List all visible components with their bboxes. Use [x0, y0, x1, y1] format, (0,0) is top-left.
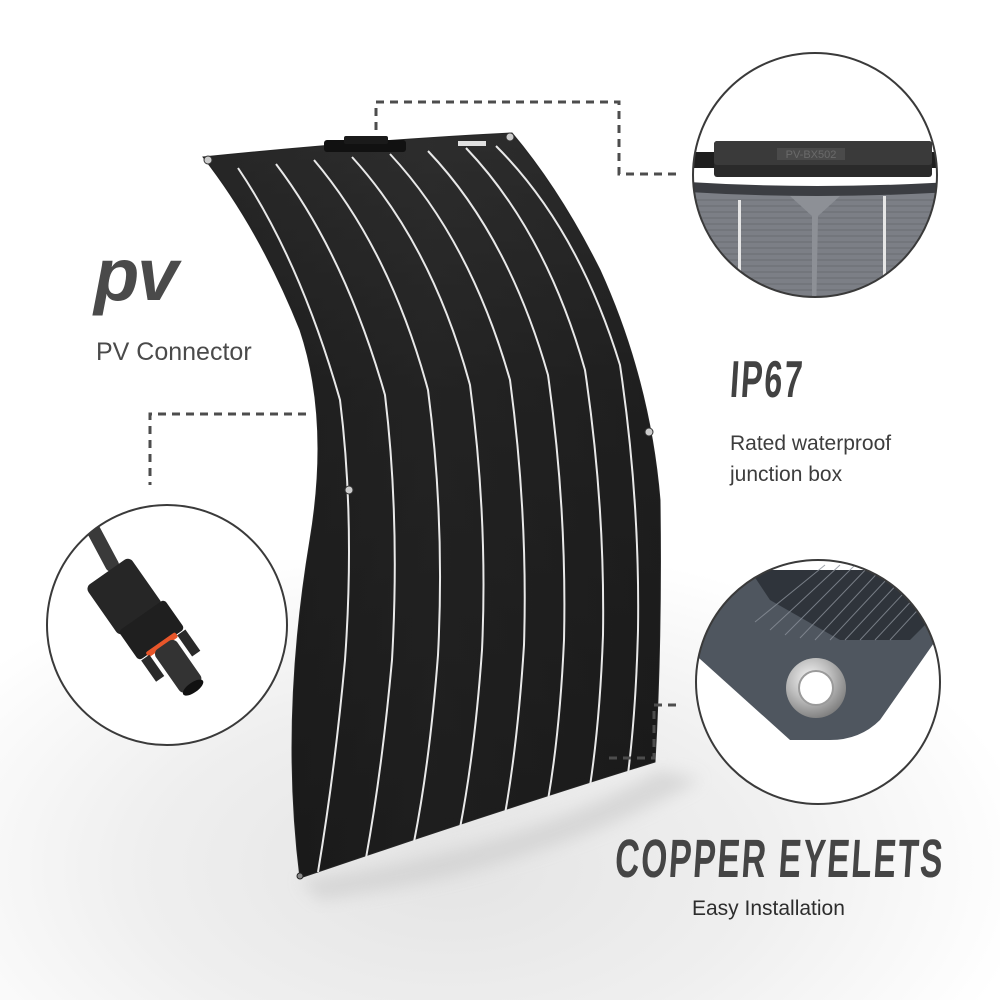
leader-pv-connector: [148, 412, 306, 485]
solar-panel: [202, 132, 661, 880]
busbar-lines: [237, 145, 640, 873]
ip67-caption-line2: junction box: [730, 463, 843, 486]
eyelet-icon: [505, 132, 515, 142]
connector-orange-ring: [146, 632, 178, 657]
junction-box-inset: PV-BX502: [692, 52, 938, 298]
eyelet-icon: [296, 872, 304, 880]
dashed-leader-lines: [148, 100, 680, 760]
ip67-title: IP67: [728, 351, 806, 409]
eyelet-inset: [695, 559, 941, 805]
junction-box-label: PV-BX502: [786, 149, 837, 161]
eyelet-icon: [644, 427, 654, 437]
leader-eyelet: [605, 703, 676, 760]
copper-eyelets-title: COPPER EYELETS: [613, 829, 947, 889]
pv-connector-inset: [46, 504, 288, 746]
ip67-caption-line1: Rated waterproof: [730, 432, 892, 455]
eyelet-icon: [344, 485, 354, 495]
panel-shadow: [300, 770, 700, 900]
ip67-caption: Rated waterproof junction box: [730, 428, 950, 490]
leader-junction-box: [374, 100, 680, 176]
pv-logo-text: pv: [94, 233, 178, 316]
copper-eyelets-caption: Easy Installation: [692, 897, 845, 920]
eyelet-icon: [203, 155, 213, 165]
pv-connector-caption: PV Connector: [96, 338, 252, 366]
